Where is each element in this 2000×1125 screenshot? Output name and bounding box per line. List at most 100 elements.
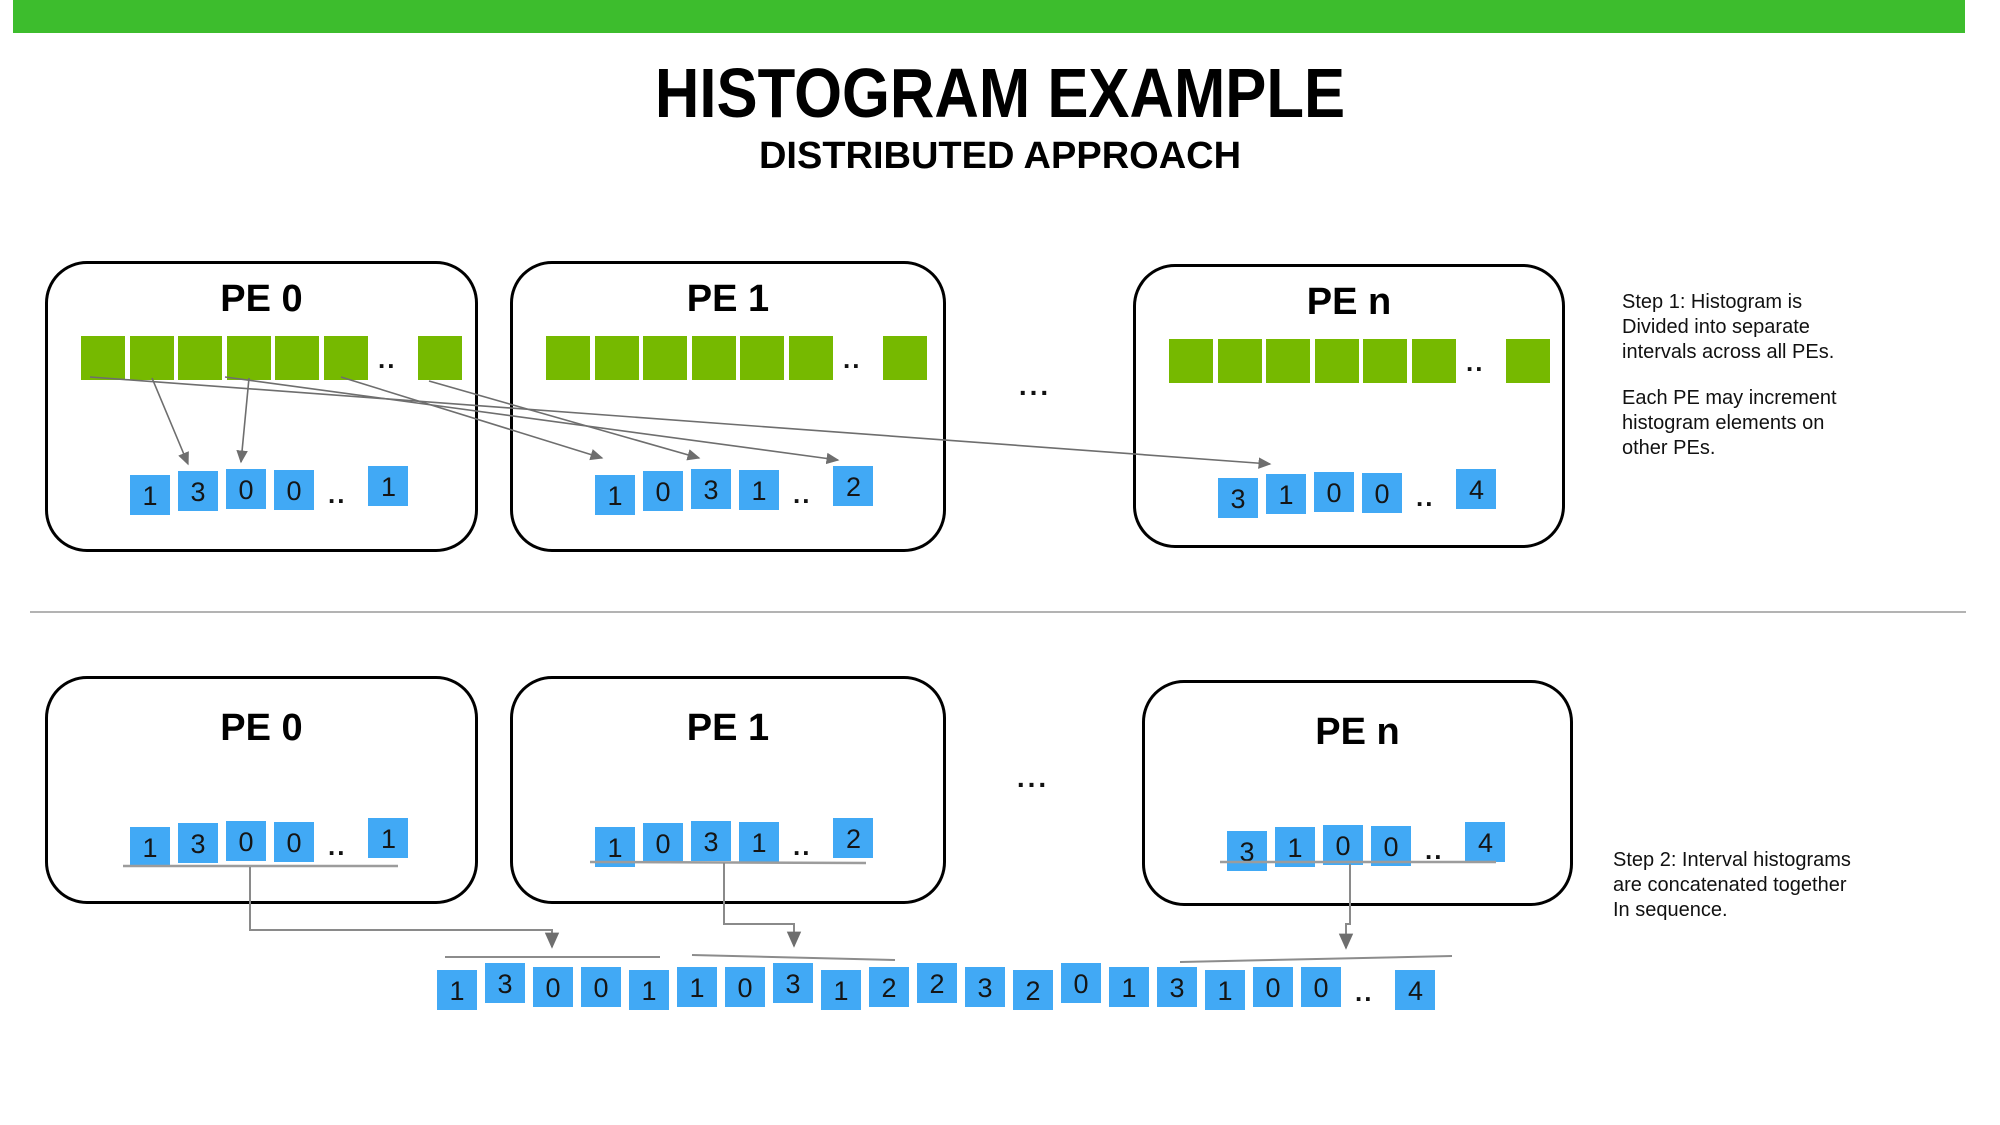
bin-square: 1 xyxy=(1109,967,1149,1007)
interval-square xyxy=(1411,339,1456,383)
pe-box-step2-pe0: PE 0 1 3 0 0 .. 1 xyxy=(45,676,478,904)
pe-label: PE 1 xyxy=(686,278,770,320)
bin-square: 2 xyxy=(917,963,957,1003)
interval-square xyxy=(1506,339,1551,383)
bin-square: 1 xyxy=(739,822,779,862)
bin-square: 3 xyxy=(485,963,525,1003)
accent-bar xyxy=(13,0,1965,33)
interval-square xyxy=(594,336,639,380)
interval-row: .. xyxy=(546,336,932,380)
interval-square xyxy=(178,336,222,380)
interval-square xyxy=(1363,339,1407,383)
bin-row: 1 0 3 1 .. 2 xyxy=(595,818,874,867)
interval-square xyxy=(129,336,174,380)
bin-square: 0 xyxy=(274,822,314,862)
bin-square: 0 xyxy=(1301,967,1341,1007)
bin-square: 2 xyxy=(833,818,874,858)
pe-label: PE n xyxy=(1315,711,1400,753)
bin-square: 0 xyxy=(643,471,683,511)
pe-box-step1-pen: PE n .. 3 1 0 0 .. 4 xyxy=(1133,264,1565,548)
bin-square: 3 xyxy=(1218,478,1258,518)
row-ellipsis: .. xyxy=(1466,347,1485,377)
bin-square: 0 xyxy=(1061,963,1101,1003)
interval-square xyxy=(691,336,736,380)
bin-square: 1 xyxy=(595,827,635,867)
bin-square: 3 xyxy=(1227,831,1267,871)
interval-square xyxy=(226,336,271,380)
bin-square: 1 xyxy=(1275,827,1315,867)
pe-box-step2-pe1: PE 1 1 0 3 1 .. 2 xyxy=(510,676,946,904)
bin-row: 1 3 0 0 .. 1 xyxy=(130,466,409,515)
interval-square xyxy=(275,336,319,380)
row-ellipsis: .. xyxy=(793,479,812,509)
interval-square xyxy=(1314,339,1359,383)
row-ellipsis: .. xyxy=(1355,977,1374,1007)
interval-square xyxy=(883,336,928,380)
row-ellipsis: .. xyxy=(843,344,862,374)
bin-square: 4 xyxy=(1465,822,1506,862)
bin-square: 0 xyxy=(725,967,765,1007)
bin-square: 0 xyxy=(1362,473,1402,513)
bin-square: 0 xyxy=(581,967,621,1007)
row-ellipsis: .. xyxy=(328,831,347,861)
step1-caption-increment: Each PE may increment histogram elements… xyxy=(1622,387,1837,459)
interval-square xyxy=(643,336,687,380)
row-ellipsis: .. xyxy=(793,831,812,861)
interval-square xyxy=(740,336,784,380)
bin-square: 1 xyxy=(368,818,409,858)
pe-label: PE n xyxy=(1306,281,1392,323)
row-ellipsis: .. xyxy=(328,479,347,509)
bin-square: 4 xyxy=(1395,970,1436,1010)
bin-row: 3 1 0 0 .. 4 xyxy=(1218,469,1497,518)
interval-square xyxy=(546,336,590,380)
interval-square xyxy=(1169,339,1213,383)
bin-square: 2 xyxy=(869,967,909,1007)
bin-square: 0 xyxy=(643,823,683,863)
interval-row: .. xyxy=(1169,339,1555,383)
interval-square xyxy=(323,336,368,380)
bin-square: 0 xyxy=(226,469,266,509)
bin-square: 0 xyxy=(274,470,314,510)
bin-square: 0 xyxy=(533,967,573,1007)
bin-square: 3 xyxy=(691,821,731,861)
bin-square: 0 xyxy=(1253,967,1293,1007)
bin-square: 1 xyxy=(629,970,669,1010)
bin-square: 1 xyxy=(1205,970,1245,1010)
segment-overline-pe1 xyxy=(691,954,896,961)
bin-square: 4 xyxy=(1456,469,1497,509)
bin-square: 1 xyxy=(368,466,409,506)
concatenated-bin-row: 1 3 0 0 1 1 0 3 1 2 2 3 2 0 1 3 1 0 0 ..… xyxy=(437,963,1436,1010)
bin-row: 1 3 0 0 .. 1 xyxy=(130,818,409,867)
bin-square: 0 xyxy=(1323,825,1363,865)
slide-title: HISTOGRAM EXAMPLE xyxy=(654,54,1346,132)
between-pes-ellipsis: ... xyxy=(1016,762,1050,793)
pe-label: PE 1 xyxy=(686,707,770,749)
row-ellipsis: .. xyxy=(1416,482,1435,512)
row-ellipsis: .. xyxy=(1425,835,1444,865)
row-ellipsis: .. xyxy=(378,344,397,374)
bin-square: 0 xyxy=(226,821,266,861)
bin-row: 1 0 3 1 .. 2 xyxy=(595,466,874,515)
bin-square: 3 xyxy=(691,469,731,509)
slide-subtitle: DISTRIBUTED APPROACH xyxy=(758,135,1242,177)
bin-square: 1 xyxy=(130,827,170,867)
bin-square: 1 xyxy=(595,475,635,515)
bin-square: 1 xyxy=(1266,474,1306,514)
pe-box-step2-pen: PE n 3 1 0 0 .. 4 xyxy=(1142,680,1573,906)
bin-square: 1 xyxy=(437,970,477,1010)
interval-square xyxy=(418,336,463,380)
interval-square xyxy=(788,336,833,380)
between-pes-ellipsis: ... xyxy=(1018,370,1052,401)
bin-square: 0 xyxy=(1371,826,1411,866)
pe-box-step1-pe0: PE 0 .. 1 3 0 0 .. 1 xyxy=(45,261,478,552)
pe-label: PE 0 xyxy=(220,707,303,749)
bin-square: 2 xyxy=(833,466,874,506)
bin-square: 2 xyxy=(1013,970,1053,1010)
pe-box-step1-pe1: PE 1 .. 1 0 3 1 .. 2 xyxy=(510,261,946,552)
bin-square: 3 xyxy=(178,471,218,511)
interval-square xyxy=(1217,339,1262,383)
bin-square: 3 xyxy=(773,963,813,1003)
step2-caption: Step 2: Interval histograms are concaten… xyxy=(1613,849,1851,921)
bin-square: 3 xyxy=(965,967,1005,1007)
